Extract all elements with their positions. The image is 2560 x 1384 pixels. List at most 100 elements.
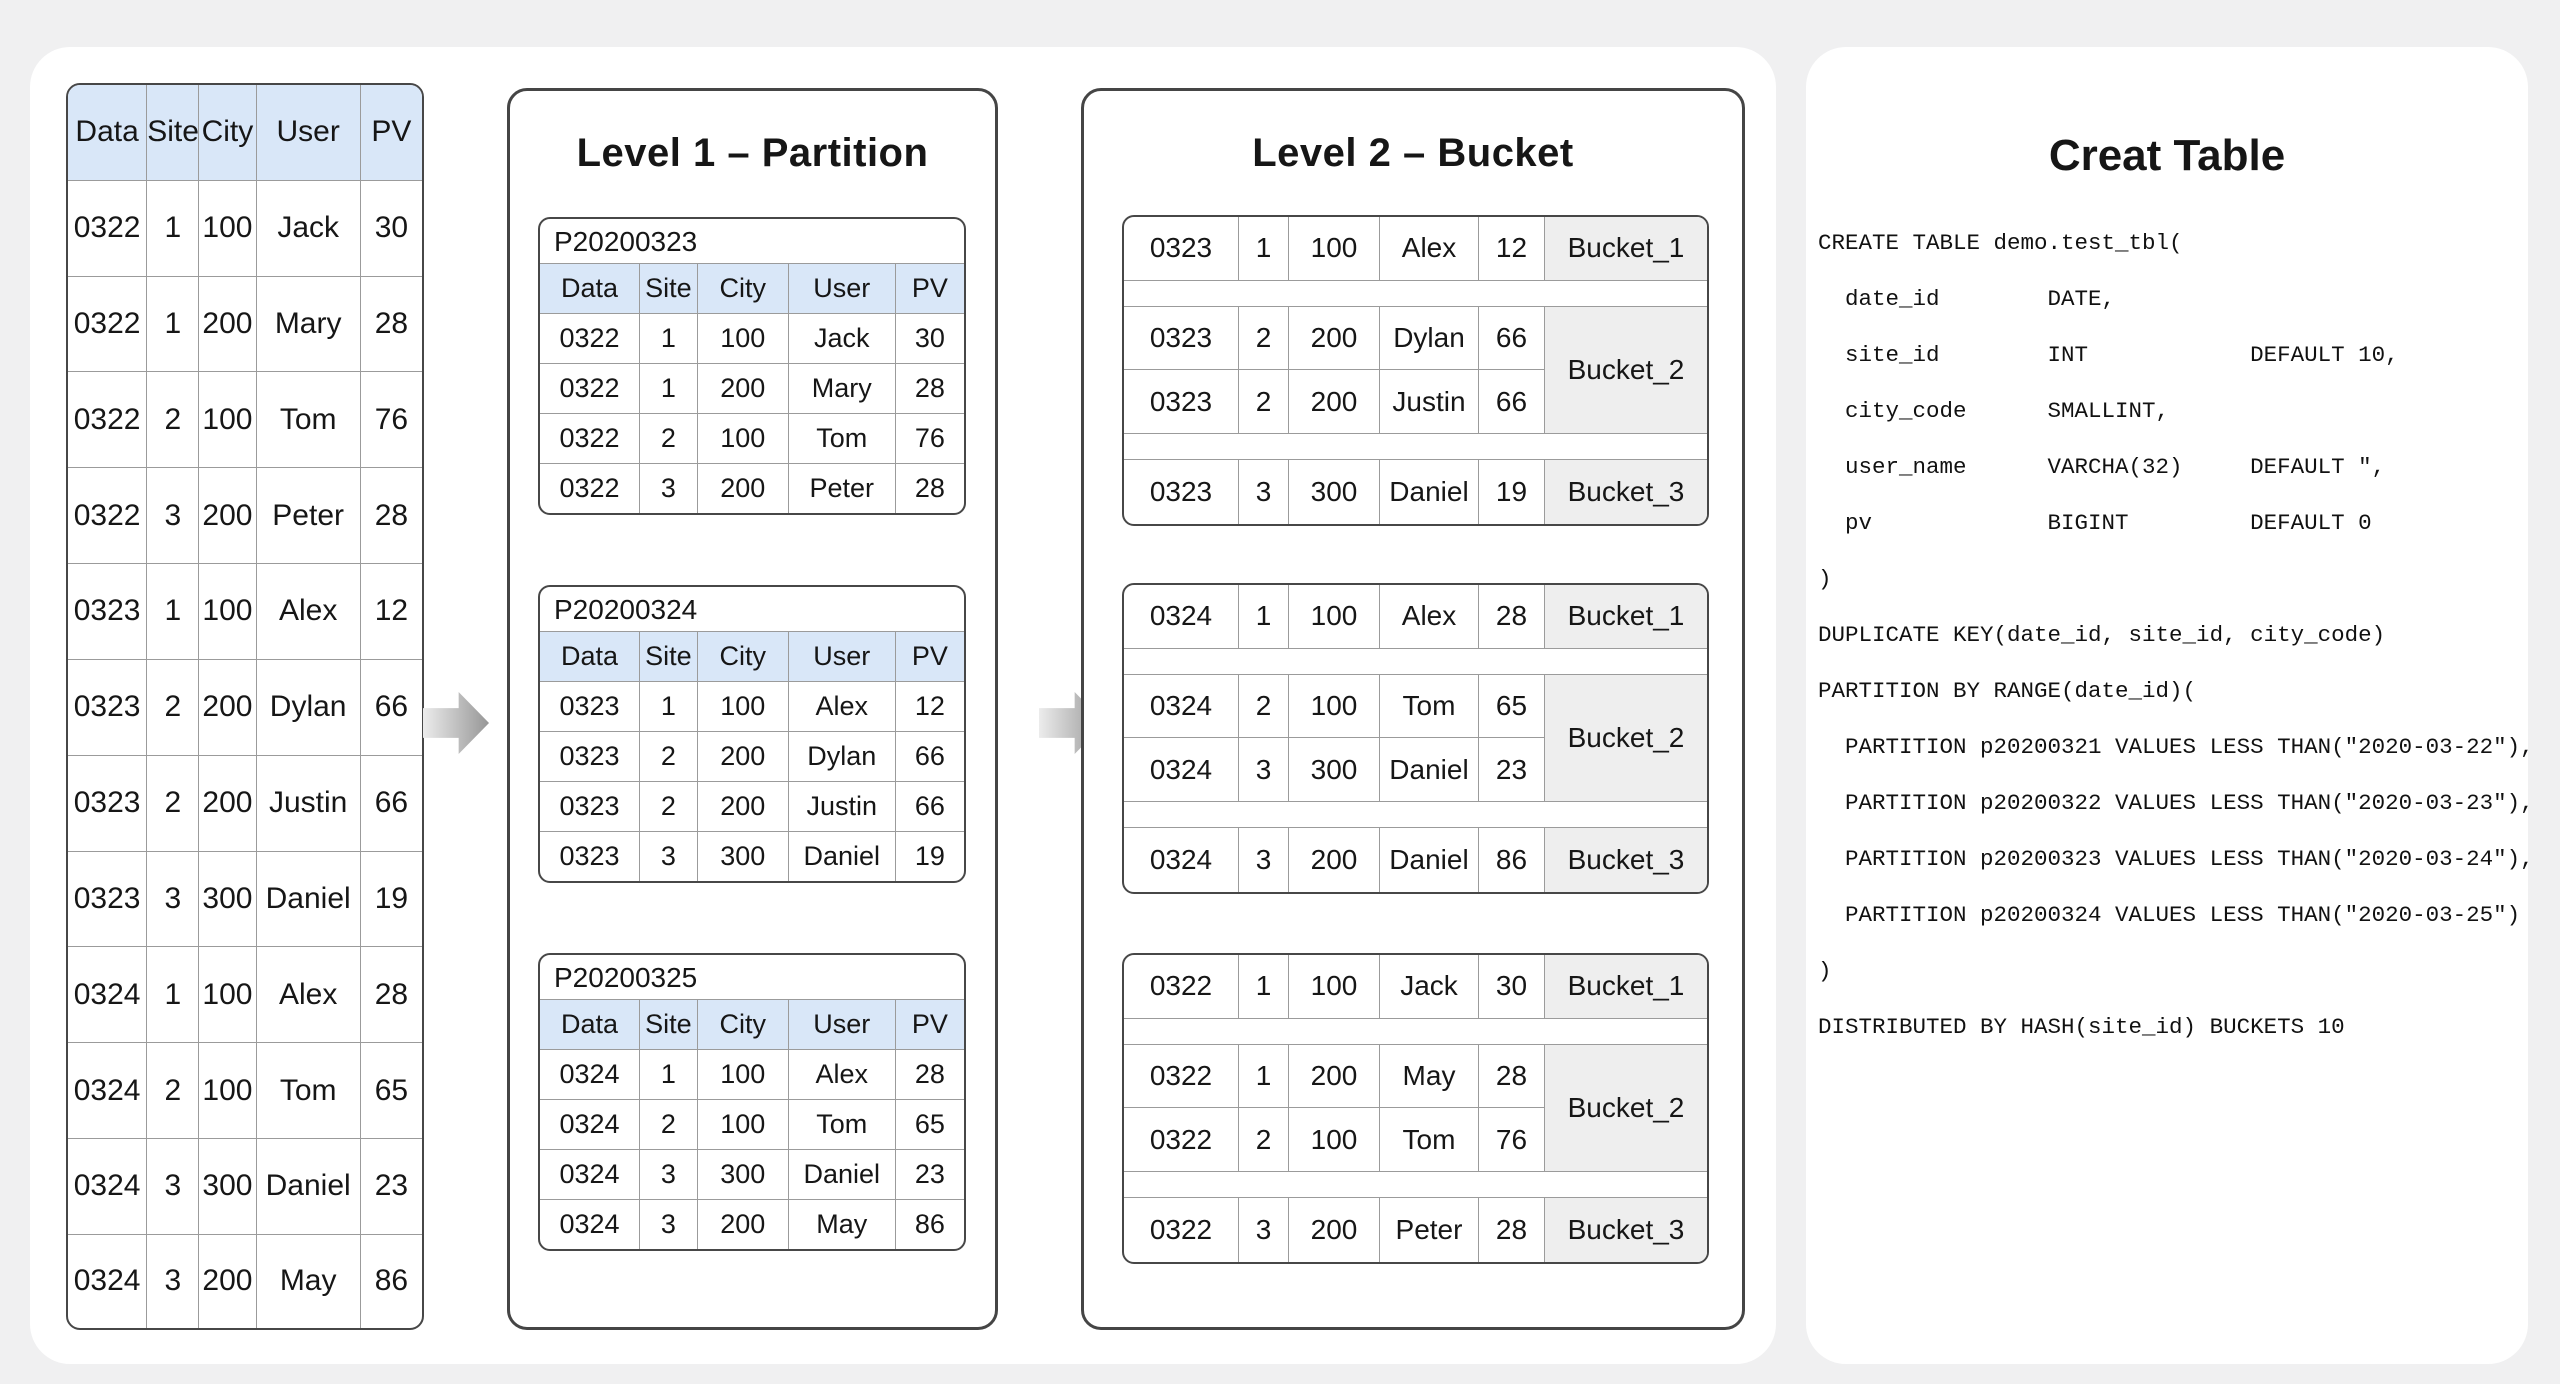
table-cell: 28 (1479, 1044, 1545, 1109)
table-cell: 300 (199, 1138, 257, 1235)
column-header-cell: City (697, 632, 789, 683)
column-header-cell: City (697, 264, 789, 315)
bucket-cell: Bucket_2 (1545, 1044, 1707, 1173)
column-header-cell: Data (68, 85, 148, 181)
table-cell: 65 (1479, 674, 1545, 739)
table-cell: 0322 (68, 468, 148, 565)
create-table-sql: CREATE TABLE demo.test_tbl( date_id DATE… (1818, 230, 2534, 1040)
spacer-cell (1124, 649, 1707, 675)
table-cell: 0322 (1124, 1198, 1239, 1262)
table-cell: 0322 (1124, 955, 1239, 1019)
table-cell: Dylan (788, 732, 896, 783)
column-header-cell: Site (640, 632, 698, 683)
column-header-cell: User (788, 1000, 896, 1051)
spacer-cell (1124, 434, 1707, 461)
column-header-cell: User (788, 264, 896, 315)
table-cell: 100 (1289, 955, 1380, 1019)
table-cell: 76 (360, 372, 422, 469)
table-cell: 65 (895, 1100, 964, 1151)
table-cell: 100 (697, 414, 789, 465)
table-cell: 23 (895, 1150, 964, 1201)
column-header-cell: Site (147, 85, 200, 181)
table-cell: Mary (788, 364, 896, 415)
table-cell: 3 (640, 1200, 698, 1249)
table-cell: 66 (1479, 370, 1545, 435)
create-table-title: Creat Table (2048, 131, 2286, 180)
column-header-cell: User (788, 632, 896, 683)
spacer-row (1124, 649, 1707, 675)
table-cell: May (257, 1234, 361, 1328)
table-cell: 200 (199, 276, 257, 373)
column-header-cell: PV (895, 1000, 964, 1051)
table-cell: 0324 (68, 1234, 148, 1328)
flow-arrow-icon (423, 692, 489, 754)
table-cell: 0322 (68, 372, 148, 469)
table-cell: 0324 (1124, 585, 1239, 649)
spacer-cell (1124, 1172, 1707, 1199)
table-cell: 300 (199, 851, 257, 948)
table-cell: Daniel (256, 1138, 361, 1235)
table-cell: 100 (199, 564, 257, 660)
table-cell: 0323 (540, 732, 641, 783)
table-cell: 1 (640, 314, 698, 365)
table-cell: 1 (147, 564, 200, 660)
table-cell: Alex (788, 1050, 896, 1101)
table-cell: 0324 (68, 1043, 148, 1139)
table-cell: 200 (199, 659, 257, 756)
table-cell: 0323 (540, 682, 641, 733)
table-cell: 200 (1289, 306, 1380, 371)
bucket-cell: Bucket_3 (1545, 1198, 1707, 1262)
table-cell: Jack (1380, 955, 1479, 1019)
spacer-cell (1124, 1019, 1707, 1045)
partition-name: P20200323 (540, 219, 964, 264)
column-header-cell: PV (895, 632, 964, 683)
table-cell: 100 (1289, 585, 1380, 649)
table-cell: Daniel (789, 832, 896, 881)
column-header-cell: Site (640, 1000, 698, 1051)
table-cell: 2 (147, 755, 200, 852)
table-cell: 0323 (68, 851, 148, 948)
table-cell: 200 (697, 364, 789, 415)
table-cell: 3 (1239, 1198, 1289, 1262)
table-cell: 300 (1289, 738, 1380, 803)
table-cell: 1 (147, 947, 200, 1044)
table-cell: 28 (360, 468, 422, 565)
table-cell: 1 (147, 180, 200, 277)
column-header-cell: PV (360, 85, 422, 181)
table-cell: Tom (1380, 1108, 1479, 1173)
table-cell: 100 (1289, 1108, 1380, 1173)
table-cell: 0322 (540, 414, 641, 465)
table-cell: Dylan (1380, 306, 1479, 371)
table-cell: 23 (1479, 738, 1545, 803)
spacer-row (1124, 802, 1707, 829)
table-cell: 1 (147, 276, 200, 373)
column-header-cell: City (199, 85, 257, 181)
table-cell: 100 (697, 682, 789, 733)
table-cell: Tom (1380, 674, 1479, 739)
table-cell: 3 (1239, 828, 1289, 892)
column-header-cell: Data (540, 1000, 641, 1051)
table-cell: 28 (1479, 585, 1545, 649)
table-cell: 30 (360, 181, 422, 277)
column-header-cell: Site (640, 264, 698, 315)
bucket-cell: Bucket_2 (1545, 674, 1707, 803)
